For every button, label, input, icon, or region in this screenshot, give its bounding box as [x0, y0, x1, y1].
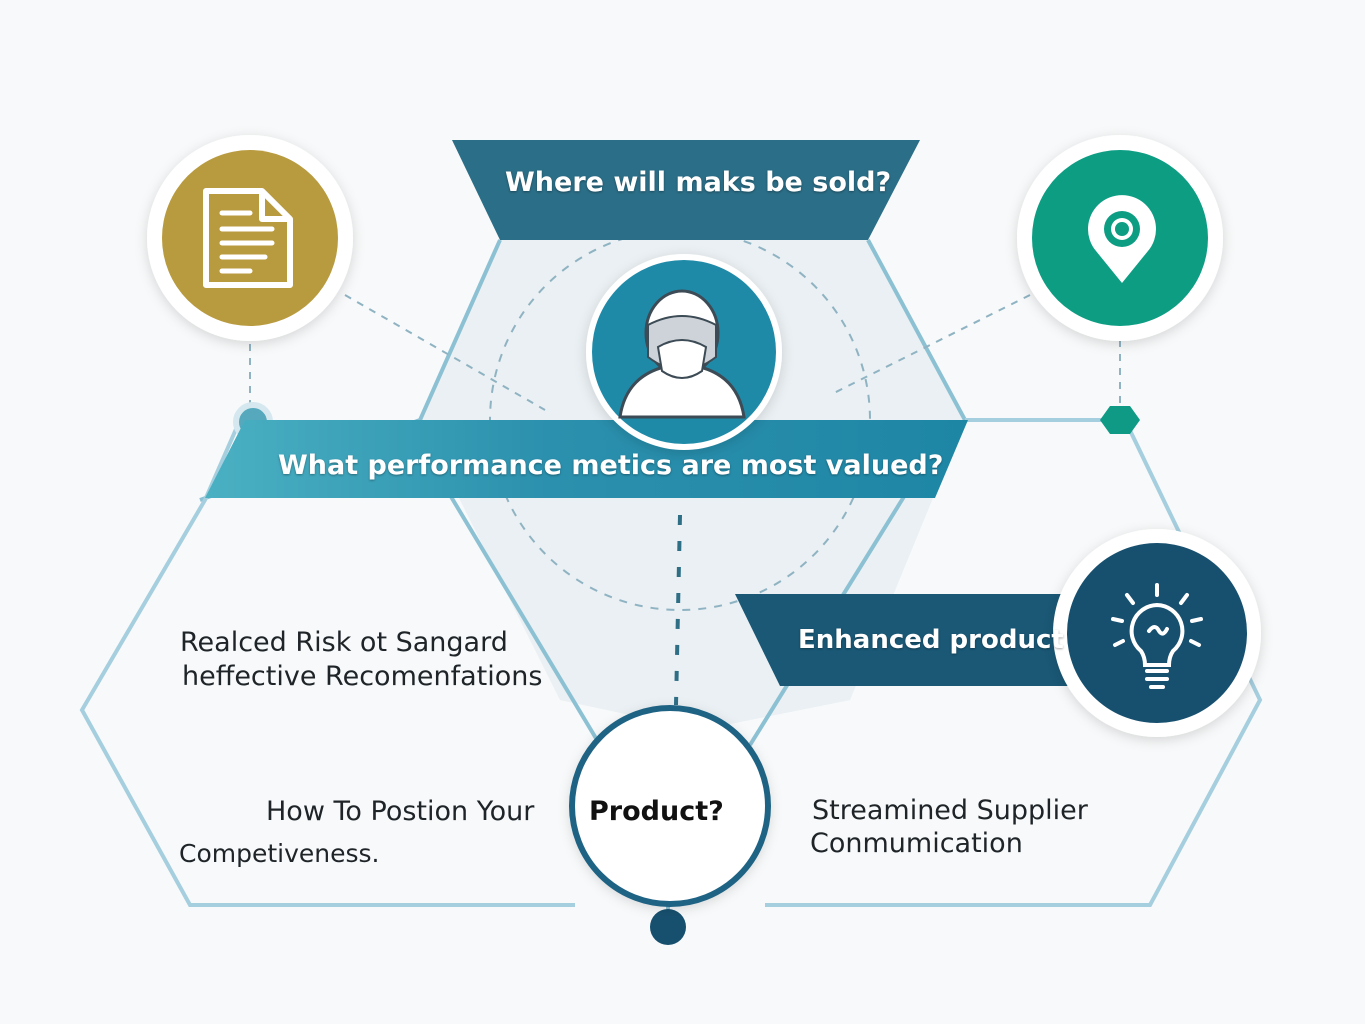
right-banner-shape [735, 594, 1085, 686]
question-ring [569, 705, 771, 907]
right-hexagon-outline [765, 418, 1263, 907]
position-question-bold: Product? [589, 796, 724, 827]
left-hexagon-outline [79, 419, 575, 907]
competitiveness-text: Competiveness. [179, 839, 380, 868]
middle-banner-shape [205, 420, 968, 498]
lightbulb-circle [1067, 543, 1247, 723]
middle-banner-label: What performance metics are most valued? [278, 450, 944, 481]
top-banner-shape [452, 140, 920, 240]
lightbulb-icon [1111, 583, 1203, 689]
left-text-line2: heffective Recomenfations [182, 661, 543, 692]
person-avatar-icon [618, 289, 746, 419]
position-question-prefix: How To Postion Your [266, 796, 535, 827]
right-node [1100, 406, 1140, 434]
location-pin-icon [1088, 195, 1156, 283]
right-text-line1: Streamined Supplier [812, 795, 1088, 826]
right-banner-label: Enhanced product [798, 625, 1064, 655]
document-icon [203, 188, 293, 288]
top-banner-label: Where will maks be sold? [505, 167, 892, 198]
right-text-line2: Conmumication [810, 828, 1023, 859]
bottom-node [650, 909, 686, 945]
left-text-line1: Realced Risk ot Sangard [180, 627, 508, 658]
